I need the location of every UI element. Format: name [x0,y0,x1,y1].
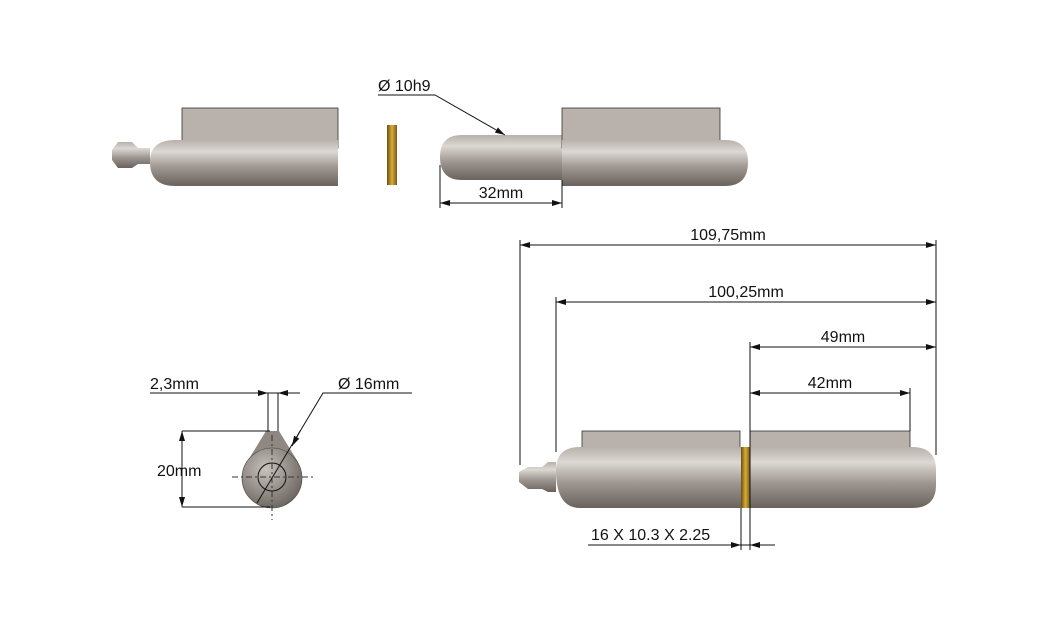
barrel-diameter-label: Ø 16mm [338,376,399,393]
right-barrel [562,140,748,186]
washer-spec-label: 16 X 10.3 X 2.25 [591,527,710,544]
right-barrel [750,447,936,508]
barrel-length-label: 100,25mm [708,284,784,301]
exploded-view: 32mm Ø 10h9 [112,78,748,208]
washer [387,125,397,185]
barrel-diameter-leader [256,392,412,504]
pin-diameter-label: Ø 10h9 [378,78,431,95]
half-length-label: 49mm [821,329,865,346]
left-barrel [150,140,338,186]
pin-diameter-leader [378,94,506,136]
plate-length-label: 42mm [808,375,852,392]
plate-thickness-label: 2,3mm [150,376,199,393]
height-label: 20mm [157,463,201,480]
grease-nipple [519,462,556,492]
overall-length-label: 109,75mm [690,227,766,244]
pin-length-label: 32mm [479,185,523,202]
pin [440,135,562,180]
grease-nipple [112,142,150,168]
end-view: 20mm 2,3mm Ø 16mm [150,376,412,520]
left-barrel [556,447,741,508]
assembled-view: 109,75mm 100,25mm 49mm 42mm 16 X 10.3 X … [519,227,937,550]
washer [741,447,750,508]
